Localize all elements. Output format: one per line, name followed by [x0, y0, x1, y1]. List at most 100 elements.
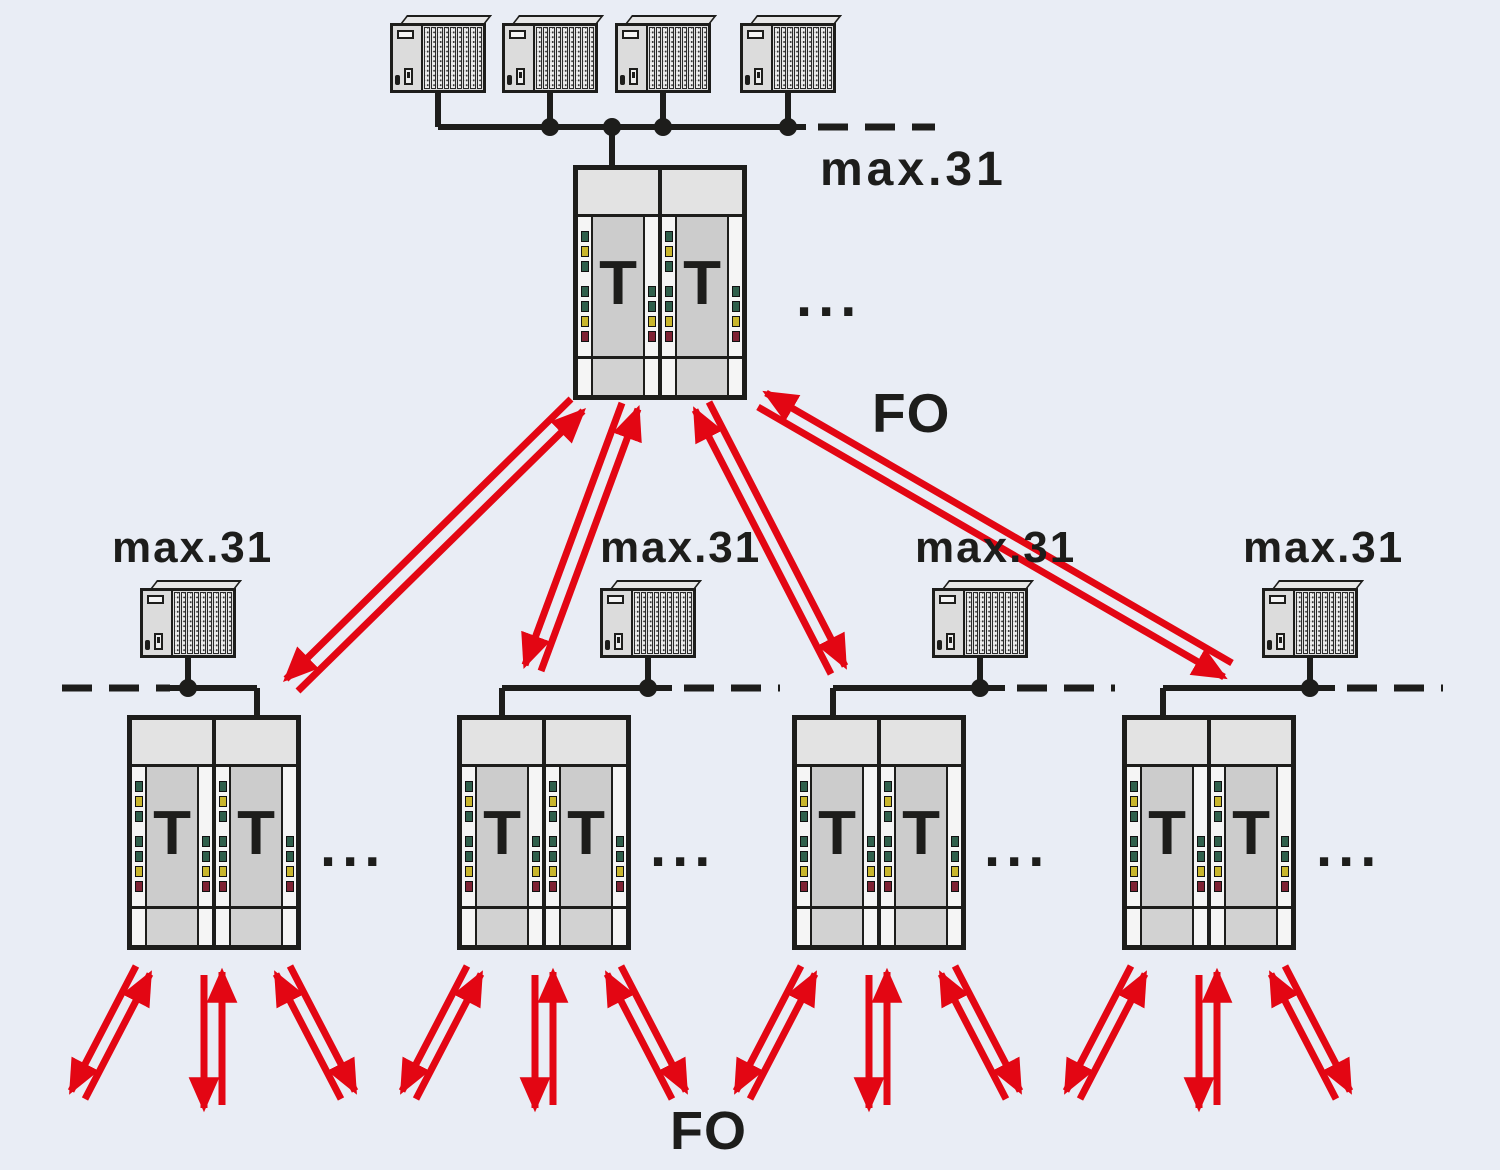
plc-io-card [456, 27, 463, 89]
led-strip-right [283, 767, 296, 906]
status-led-green [201, 851, 210, 862]
module-header [578, 170, 658, 217]
status-led-green [1213, 836, 1222, 847]
status-led-yellow [580, 246, 589, 257]
repeater-module: T [662, 170, 742, 395]
plc-io-card [437, 27, 443, 89]
plc-io-card-row [421, 26, 483, 90]
status-led-red [531, 881, 540, 892]
status-led-green [531, 836, 540, 847]
module-body: T [797, 767, 877, 906]
plc-cpu-module [743, 26, 771, 90]
status-led-red [285, 881, 294, 892]
status-led-yellow [950, 866, 959, 877]
status-led-green [664, 261, 673, 272]
footer-strip-left [797, 909, 810, 945]
repeater-marker: T [683, 248, 721, 318]
fo-label-lower: FO [670, 1101, 747, 1161]
footer-panel [1224, 909, 1278, 945]
status-led-yellow [883, 866, 892, 877]
status-led-green [1196, 851, 1205, 862]
bus-capacity-label: max.31 [820, 143, 1007, 196]
footer-strip-left [546, 909, 559, 945]
status-led-yellow [1280, 866, 1289, 877]
module-header [881, 720, 961, 767]
status-led-green [218, 836, 227, 847]
plc-display-window [397, 30, 414, 39]
footer-strip-right [729, 359, 742, 395]
footer-strip-right [199, 909, 212, 945]
plc-io-card [681, 27, 688, 89]
repeater-marker: T [483, 798, 521, 868]
module-header [1211, 720, 1291, 767]
plc-connector [516, 68, 525, 85]
led-strip-left [797, 767, 810, 906]
footer-strip-left [1127, 909, 1140, 945]
status-led-green [1129, 781, 1138, 792]
status-led-green [580, 286, 589, 297]
led-strip-right [948, 767, 961, 906]
plc-display-window [147, 595, 164, 604]
footer-panel [145, 909, 199, 945]
plc-io-card [675, 27, 681, 89]
status-led-green [1213, 781, 1222, 792]
plc-chassis [615, 23, 711, 93]
module-header [216, 720, 296, 767]
plc-io-card [673, 592, 679, 654]
status-led-yellow [531, 866, 540, 877]
module-body: T [132, 767, 212, 906]
bus-capacity-label: max.31 [112, 523, 274, 572]
status-led-red [201, 881, 210, 892]
repeater-marker: T [567, 798, 605, 868]
plc-io-card [200, 592, 206, 654]
status-led-yellow [1129, 796, 1138, 807]
repeater-marker: T [1148, 798, 1186, 868]
plc-io-card [806, 27, 813, 89]
module-footer [216, 906, 296, 945]
status-led-red [647, 331, 656, 342]
led-strip-left [881, 767, 894, 906]
status-led-green [218, 811, 227, 822]
status-led-yellow [134, 866, 143, 877]
plc-io-card [575, 27, 581, 89]
plc-io-card [1315, 592, 1322, 654]
status-led-yellow [464, 796, 473, 807]
bus-capacity-label: max.31 [1243, 523, 1405, 572]
status-led-green [134, 851, 143, 862]
plc-io-card [793, 27, 800, 89]
plc-io-card-row [171, 591, 233, 655]
plc-io-card [463, 27, 469, 89]
plc-io-card [1322, 592, 1328, 654]
status-led-red [548, 881, 557, 892]
status-led-red [731, 331, 740, 342]
plc-io-card [679, 592, 686, 654]
module-footer [881, 906, 961, 945]
status-led-yellow [548, 866, 557, 877]
led-strip-right [613, 767, 626, 906]
plc-io-card [653, 592, 660, 654]
status-led-green [134, 811, 143, 822]
plc-io-card [450, 27, 456, 89]
status-led-green [799, 836, 808, 847]
status-led-yellow [883, 796, 892, 807]
plc-io-card [476, 27, 483, 89]
plc-io-card [568, 27, 575, 89]
led-strip-right [1278, 767, 1291, 906]
footer-strip-right [1278, 909, 1291, 945]
status-led-green [664, 286, 673, 297]
status-led-yellow [731, 316, 740, 327]
status-led-red [799, 881, 808, 892]
status-led-yellow [1213, 796, 1222, 807]
module-panel: T [475, 767, 529, 906]
repeater-module: T [216, 720, 296, 945]
module-panel: T [591, 217, 645, 356]
repeater-module: T [1211, 720, 1291, 945]
led-strip-left [662, 217, 675, 356]
plc-chassis [390, 23, 486, 93]
plc-io-card [213, 592, 219, 654]
plc-connector [754, 68, 763, 85]
plc-status-mark [1267, 640, 1272, 650]
status-led-green [950, 851, 959, 862]
